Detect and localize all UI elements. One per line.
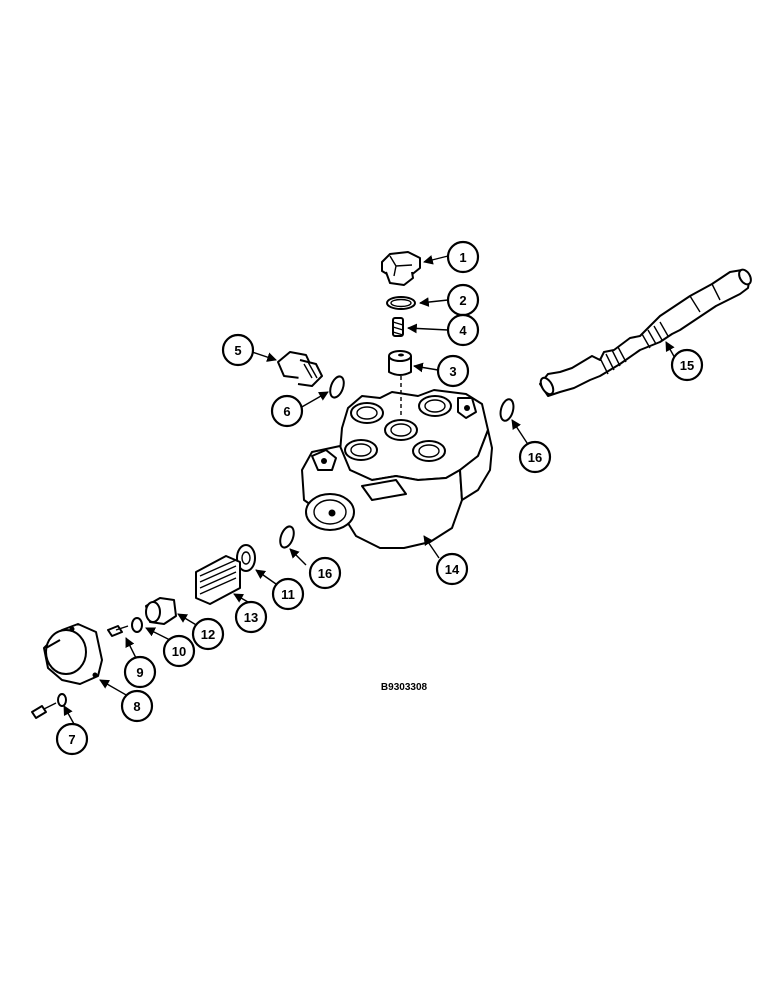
part-o-ring-side bbox=[329, 375, 345, 399]
part-washer-large bbox=[236, 544, 256, 572]
part-washer-small bbox=[131, 617, 143, 633]
callout-10: 10 bbox=[162, 634, 196, 668]
callout-8: 8 bbox=[120, 689, 154, 723]
part-small-spring bbox=[392, 317, 404, 337]
part-spring-seat bbox=[145, 597, 177, 625]
callout-16-right: 16 bbox=[518, 440, 552, 474]
part-plug bbox=[381, 251, 421, 286]
part-end-cap bbox=[43, 623, 103, 685]
svg-text:9: 9 bbox=[136, 665, 143, 680]
callout-9: 9 bbox=[123, 655, 157, 689]
part-cap-screw bbox=[31, 693, 67, 719]
callout-2: 2 bbox=[446, 283, 480, 317]
part-side-plug bbox=[277, 351, 323, 387]
callout-1: 1 bbox=[446, 240, 480, 274]
part-o-ring-small bbox=[386, 296, 416, 310]
callout-14: 14 bbox=[435, 552, 469, 586]
callout-4: 4 bbox=[446, 313, 480, 347]
part-centering-spring bbox=[195, 555, 241, 605]
part-screw-short bbox=[107, 625, 129, 637]
callout-11: 11 bbox=[271, 577, 305, 611]
svg-text:10: 10 bbox=[172, 644, 186, 659]
svg-text:7: 7 bbox=[68, 732, 75, 747]
part-spool bbox=[539, 268, 752, 397]
svg-text:15: 15 bbox=[680, 358, 694, 373]
svg-text:11: 11 bbox=[281, 587, 295, 602]
svg-text:1: 1 bbox=[459, 250, 466, 265]
svg-text:14: 14 bbox=[445, 562, 460, 577]
callout-12: 12 bbox=[191, 617, 225, 651]
part-check-poppet bbox=[388, 350, 412, 376]
part-o-ring-right bbox=[499, 398, 515, 422]
svg-text:16: 16 bbox=[528, 450, 542, 465]
svg-text:13: 13 bbox=[244, 610, 258, 625]
drawing-id: B9303308 bbox=[381, 682, 428, 693]
svg-text:6: 6 bbox=[283, 404, 290, 419]
svg-text:8: 8 bbox=[133, 699, 140, 714]
callout-6: 6 bbox=[270, 394, 304, 428]
svg-text:16: 16 bbox=[318, 566, 332, 581]
callout-5: 5 bbox=[221, 333, 255, 367]
svg-text:3: 3 bbox=[449, 364, 456, 379]
callout-13: 13 bbox=[234, 600, 268, 634]
callout-16-front: 16 bbox=[308, 556, 342, 590]
callout-7: 7 bbox=[55, 722, 89, 756]
svg-text:12: 12 bbox=[201, 627, 215, 642]
svg-text:5: 5 bbox=[234, 343, 241, 358]
callout-3: 3 bbox=[436, 354, 470, 388]
svg-text:4: 4 bbox=[459, 323, 467, 338]
svg-text:2: 2 bbox=[459, 293, 466, 308]
part-valve-body bbox=[301, 376, 493, 549]
callout-15: 15 bbox=[670, 348, 704, 382]
part-o-ring-front bbox=[279, 525, 295, 549]
